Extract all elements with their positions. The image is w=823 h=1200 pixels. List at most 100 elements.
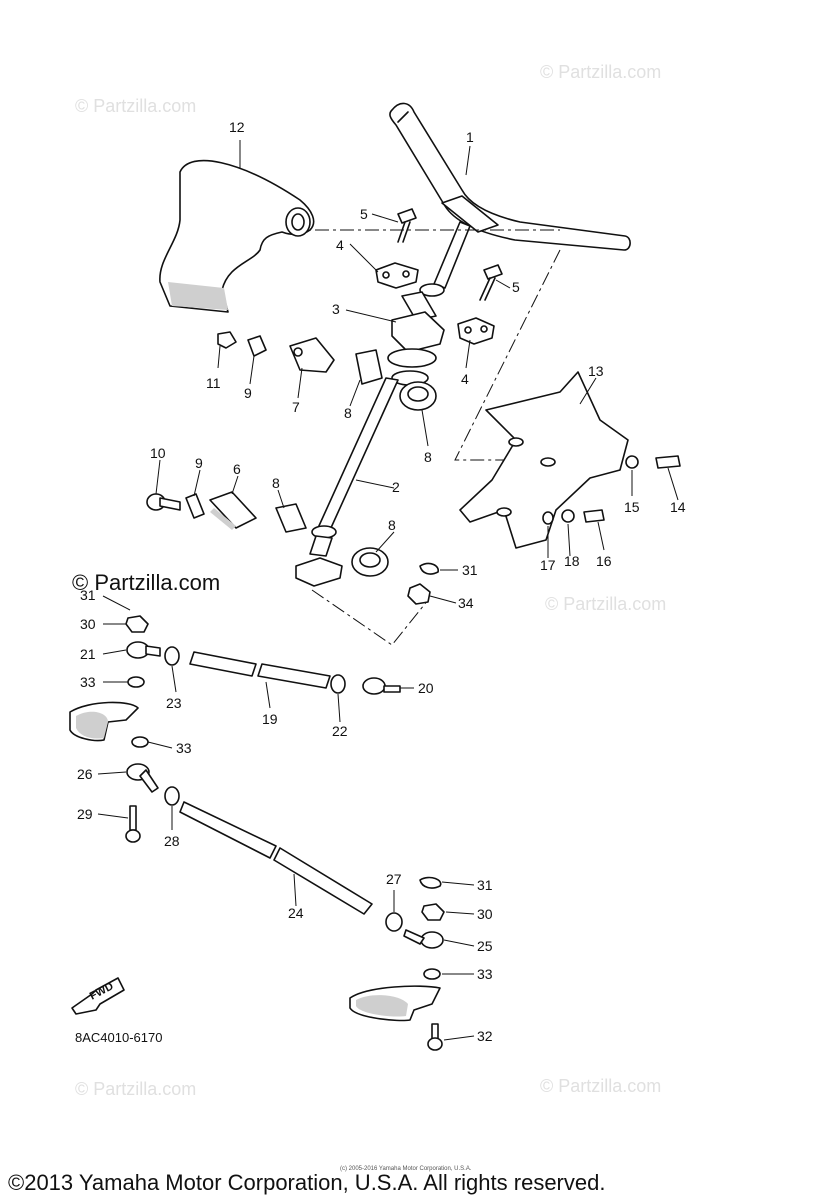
washer-33-a — [127, 676, 145, 688]
clip-9-lower — [185, 493, 205, 519]
knuckle-arm-right — [349, 985, 441, 1022]
ball-joint-21 — [126, 641, 161, 659]
callout-26: 26 — [77, 766, 93, 782]
nut-30-left — [125, 615, 149, 633]
callout-32: 32 — [477, 1028, 493, 1044]
bushing-8-lower-left — [275, 503, 307, 533]
bushing-8-upper — [355, 349, 383, 385]
watermark-mid-right: © Partzilla.com — [545, 594, 666, 614]
watermark-bottom-left: © Partzilla.com — [75, 1079, 196, 1099]
small-notice: (c) 2005-2016 Yamaha Motor Corporation, … — [340, 1166, 472, 1172]
callout-31-upper: 31 — [462, 562, 478, 578]
screw-14 — [655, 455, 681, 469]
leader-lines — [97, 140, 679, 1041]
callout-4-lower: 4 — [461, 371, 469, 387]
ball-joint-26 — [126, 763, 159, 793]
callout-9-lower: 9 — [195, 455, 203, 471]
watermark-top-right: © Partzilla.com — [540, 62, 661, 82]
callout-33-c: 33 — [477, 966, 493, 982]
handlebar — [389, 102, 631, 251]
callout-18: 18 — [564, 553, 580, 569]
callout-7: 7 — [292, 399, 300, 415]
callout-13: 13 — [588, 363, 604, 379]
callout-6: 6 — [233, 461, 241, 477]
callout-10: 10 — [150, 445, 166, 461]
ball-joint-25 — [403, 929, 444, 949]
nut-30-right — [421, 903, 445, 921]
cotter-pin-31-upper — [419, 562, 440, 575]
bolt-10 — [146, 493, 181, 511]
callout-28: 28 — [164, 833, 180, 849]
callout-27: 27 — [386, 871, 402, 887]
callout-29: 29 — [77, 806, 93, 822]
callout-9-upper: 9 — [244, 385, 252, 401]
callout-22: 22 — [332, 723, 348, 739]
callout-19: 19 — [262, 711, 278, 727]
center-line-right — [454, 249, 561, 461]
cover-panel — [459, 371, 629, 549]
bolt-29 — [125, 805, 141, 843]
nut-34 — [407, 583, 431, 605]
washer-33-b — [131, 736, 149, 748]
callout-33-b: 33 — [176, 740, 192, 756]
callout-30-right: 30 — [477, 906, 493, 922]
grip-cover — [159, 159, 315, 313]
diagram-code: 8AC4010-6170 — [75, 1030, 162, 1045]
steering-column — [295, 377, 399, 587]
bolt-5-right — [479, 264, 503, 301]
callout-30-left: 30 — [80, 616, 96, 632]
watermark-top-left: © Partzilla.com — [75, 96, 196, 116]
callout-8-d: 8 — [388, 517, 396, 533]
handlebar-holder-lower — [457, 317, 495, 345]
callout-17: 17 — [540, 557, 556, 573]
bracket-6 — [209, 491, 257, 530]
callout-16: 16 — [596, 553, 612, 569]
nut-28 — [164, 786, 180, 806]
column-clamp — [387, 311, 445, 386]
callout-12: 12 — [229, 119, 245, 135]
fwd-arrow-icon: FWD — [71, 977, 125, 1015]
copyright-footer: ©2013 Yamaha Motor Corporation, U.S.A. A… — [8, 1170, 605, 1195]
watermark-bottom-right: © Partzilla.com — [540, 1076, 661, 1096]
washer-17 — [542, 511, 554, 525]
nut-22 — [330, 674, 346, 694]
callout-33-a: 33 — [80, 674, 96, 690]
bolt-5-left — [397, 208, 417, 243]
watermark-mid-left: © Partzilla.com — [72, 570, 220, 595]
steering-stem — [401, 195, 499, 321]
callout-2: 2 — [392, 479, 400, 495]
callout-31-left: 31 — [80, 587, 96, 603]
nut-23 — [164, 646, 180, 666]
callout-5-right: 5 — [512, 279, 520, 295]
washer-33-c — [423, 968, 441, 980]
nut-11 — [217, 331, 237, 349]
nut-18 — [561, 509, 575, 523]
callout-31-lower: 31 — [477, 877, 493, 893]
callout-25: 25 — [477, 938, 493, 954]
callout-34: 34 — [458, 595, 474, 611]
callout-15: 15 — [624, 499, 640, 515]
bushing-8-lower-right — [351, 547, 389, 577]
nut-27 — [385, 912, 403, 932]
bracket-7 — [289, 337, 335, 373]
callout-20: 20 — [418, 680, 434, 696]
tie-rod-24 — [179, 801, 373, 915]
callout-21: 21 — [80, 646, 96, 662]
callout-1: 1 — [466, 129, 474, 145]
washer-15 — [625, 455, 639, 469]
ball-joint-20 — [362, 677, 401, 695]
callout-4-upper: 4 — [336, 237, 344, 253]
callout-8-c: 8 — [272, 475, 280, 491]
screw-16 — [583, 509, 605, 523]
bolt-32 — [427, 1023, 443, 1051]
callout-8-b: 8 — [424, 449, 432, 465]
callout-8-a: 8 — [344, 405, 352, 421]
callout-24: 24 — [288, 905, 304, 921]
callout-11: 11 — [206, 375, 221, 391]
knuckle-arm-left — [69, 701, 139, 742]
center-line-lower — [311, 589, 429, 646]
callout-14: 14 — [670, 499, 686, 515]
tie-rod-19 — [189, 651, 331, 689]
callout-23: 23 — [166, 695, 182, 711]
